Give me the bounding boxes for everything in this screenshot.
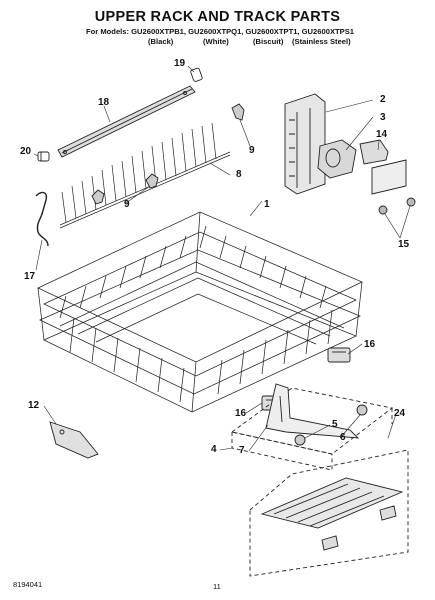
adjuster-part xyxy=(359,139,407,195)
callout-16-top: 16 xyxy=(364,339,376,350)
callout-24: 24 xyxy=(394,408,406,419)
color-label-white: (White) xyxy=(203,37,229,46)
tine-clip-part-mid xyxy=(145,173,159,189)
screw-part xyxy=(378,197,416,215)
end-cap-part xyxy=(190,67,203,82)
callout-3: 3 xyxy=(380,112,386,123)
wheel-part xyxy=(294,404,368,446)
callout-8: 8 xyxy=(236,169,242,180)
top-rail-part xyxy=(57,85,196,158)
tine-clip-part-right xyxy=(231,103,245,121)
callout-15: 15 xyxy=(398,239,410,250)
positioner-part-top xyxy=(327,347,351,363)
callout-12: 12 xyxy=(28,400,40,411)
upper-rack-part xyxy=(37,211,363,413)
callout-14: 14 xyxy=(376,129,388,140)
rail-track-part xyxy=(265,383,360,439)
clip-part xyxy=(37,151,50,162)
models-line: For Models: GU2600XTPB1, GU2600XTPQ1, GU… xyxy=(86,27,354,36)
tray-kit-group xyxy=(249,449,409,577)
color-label-black: (Black) xyxy=(148,37,174,46)
callout-2: 2 xyxy=(380,94,386,105)
tine-row-part xyxy=(59,122,231,229)
callout-17: 17 xyxy=(24,271,36,282)
tine-clip-part-left xyxy=(91,189,105,205)
callout-leaders xyxy=(33,65,411,452)
hook-part xyxy=(35,191,49,247)
page-title: UPPER RACK AND TRACK PARTS xyxy=(94,9,341,25)
color-label-biscuit: (Biscuit) xyxy=(253,37,284,46)
callout-9-left: 9 xyxy=(124,199,130,210)
callout-1: 1 xyxy=(264,199,270,210)
callout-16-left: 16 xyxy=(235,408,247,419)
part-number: 8194041 xyxy=(13,580,43,589)
callout-18: 18 xyxy=(98,97,110,108)
callout-9-right: 9 xyxy=(249,145,255,156)
callout-7: 7 xyxy=(239,445,245,456)
callout-20: 20 xyxy=(20,146,32,157)
page-number: 11 xyxy=(213,582,221,591)
track-assembly-part xyxy=(284,93,326,195)
callout-19: 19 xyxy=(174,58,186,69)
color-label-stainless: (Stainless Steel) xyxy=(292,37,351,46)
track-stop-part xyxy=(49,421,99,459)
callout-5: 5 xyxy=(332,419,338,430)
callout-6: 6 xyxy=(340,432,346,443)
callout-4: 4 xyxy=(211,444,217,455)
wheel-housing-part xyxy=(317,139,357,179)
